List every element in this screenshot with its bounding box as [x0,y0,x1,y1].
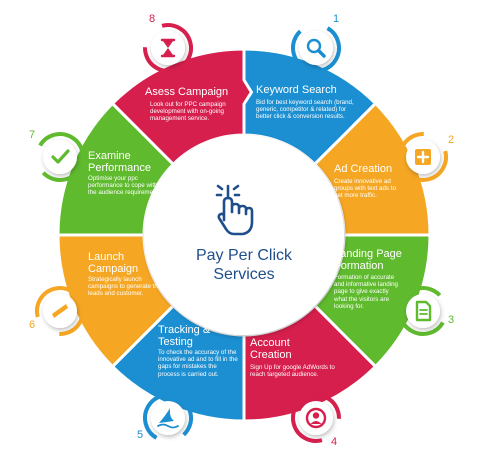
plus-box-icon [415,149,431,165]
checkmark-icon [51,149,70,164]
badge-account-creation: 4 [291,393,341,448]
compass-icon [52,304,68,318]
badge-ring [398,286,448,336]
badge-ad-creation: 2 [398,132,454,182]
badge-ring [291,23,341,73]
step-7-title: Examine Performance [88,150,151,174]
step-number-5: 5 [137,429,143,441]
step-1-description: Bid for best keyword search (brand, gene… [256,99,354,121]
badge-examine-performance: 7 [29,129,85,182]
step-5-title: Tracking & Testing [158,324,211,348]
badge-ring [291,393,341,443]
step-number-6: 6 [29,319,35,331]
step-2-title: Ad Creation [334,163,393,175]
hourglass-icon [160,38,176,58]
document-icon [415,300,432,322]
badge-ring [398,132,448,182]
badge-keyword-search: 1 [291,13,341,73]
step-1-title: Keyword Search [256,84,337,96]
magnifier-icon [306,38,326,58]
badge-ring [143,23,193,73]
badge-launch-campaign: 6 [29,286,85,337]
badge-ring [35,286,85,337]
badge-disc [43,140,77,174]
badge-landing-page-formation: 3 [398,286,454,336]
user-icon [305,407,327,429]
step-number-4: 4 [331,436,337,448]
step-4-description: Sign Up for google AdWords to reach targ… [250,364,335,379]
center-title-line-1: Pay Per Click [195,247,293,264]
center-title-line-2: Services [213,266,275,283]
step-number-2: 2 [448,134,454,146]
badge-ring [35,131,85,182]
step-3-description: Formation of accurate and informative la… [334,274,398,310]
step-4-title: Account Creation [250,337,292,361]
badge-disc [299,31,333,65]
step-6-title: Launch Campaign [88,251,139,275]
step-5-description: To check the accuracy of the innovative … [158,349,238,378]
step-8-description: Look out for PPC campaign development wi… [150,101,226,123]
step-3-title: Landing Page Formation [334,248,402,272]
badge-disc [406,294,440,328]
step-number-8: 8 [149,13,155,25]
step-number-1: 1 [333,13,339,25]
badge-ring [143,393,193,443]
step-8-title: Asess Campaign [145,86,229,98]
step-7-description: Optimise your ppc performance to cope wi… [88,175,160,197]
step-6-description: Strategically launch campaigns to genera… [88,276,170,298]
step-number-3: 3 [448,314,454,326]
shark-fin-icon [157,408,179,429]
step-2-description: Create innovative ad groups with text ad… [334,178,396,200]
hand-pointer-click-icon [215,184,254,236]
badge-asess-campaign: 8 [143,13,193,73]
step-number-7: 7 [29,129,35,141]
center-title: Pay Per Click Services [174,246,314,284]
badge-tracking-testing: 5 [137,393,193,443]
outer-badges: 1 2 3 4 5 6 7 8 [29,13,454,448]
